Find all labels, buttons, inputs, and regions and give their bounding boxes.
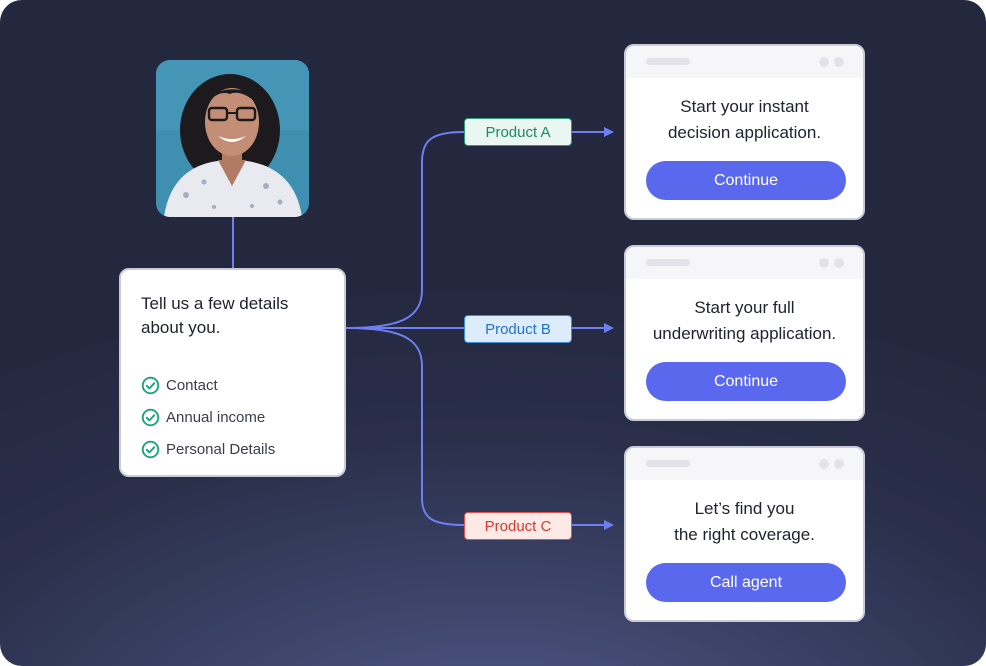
application-card-b: Start your full underwriting application… xyxy=(624,245,865,421)
details-card-title: Tell us a few details about you. xyxy=(141,294,289,337)
checklist-item-personal-details: Personal Details xyxy=(141,438,275,460)
window-dot-icon xyxy=(819,258,829,268)
details-card: Tell us a few details about you. Contact… xyxy=(119,268,346,477)
card-message-line-2: the right coverage. xyxy=(674,525,815,544)
check-circle-icon xyxy=(141,440,160,458)
branch-a xyxy=(345,131,465,329)
card-message-line-1: Start your full xyxy=(694,298,795,317)
branch-c xyxy=(345,327,465,526)
call-agent-button[interactable]: Call agent xyxy=(646,563,846,602)
window-dot-icon xyxy=(834,459,844,469)
card-window-bar xyxy=(626,247,863,279)
card-message: Start your instant decision application. xyxy=(626,94,863,146)
card-message: Let’s find you the right coverage. xyxy=(626,496,863,548)
checklist-item-contact: Contact xyxy=(141,374,218,396)
product-b-tag: Product B xyxy=(464,315,572,343)
check-circle-icon xyxy=(141,376,160,394)
checklist-item-annual-income: Annual income xyxy=(141,406,265,428)
window-title-placeholder xyxy=(646,460,690,467)
card-message: Start your full underwriting application… xyxy=(626,295,863,347)
window-title-placeholder xyxy=(646,259,690,266)
card-message-line-2: underwriting application. xyxy=(652,324,837,343)
window-title-placeholder xyxy=(646,58,690,65)
card-window-bar xyxy=(626,448,863,480)
checklist-label: Annual income xyxy=(166,408,266,426)
continue-button[interactable]: Continue xyxy=(646,362,846,401)
window-dot-icon xyxy=(834,57,844,67)
window-dot-icon xyxy=(819,459,829,469)
window-dot-icon xyxy=(834,258,844,268)
application-card-c: Let’s find you the right coverage. Call … xyxy=(624,446,865,622)
customer-photo xyxy=(156,60,309,217)
continue-button[interactable]: Continue xyxy=(646,161,846,200)
card-message-line-1: Let’s find you xyxy=(694,499,795,518)
application-card-a: Start your instant decision application.… xyxy=(624,44,865,220)
check-circle-icon xyxy=(141,408,160,426)
product-a-tag: Product A xyxy=(464,118,572,146)
checklist-label: Contact xyxy=(166,376,218,394)
card-message-line-1: Start your instant xyxy=(680,97,809,116)
checklist-label: Personal Details xyxy=(166,440,276,458)
product-c-tag: Product C xyxy=(464,512,572,540)
window-dot-icon xyxy=(819,57,829,67)
card-message-line-2: decision application. xyxy=(667,123,822,142)
card-window-bar xyxy=(626,46,863,78)
